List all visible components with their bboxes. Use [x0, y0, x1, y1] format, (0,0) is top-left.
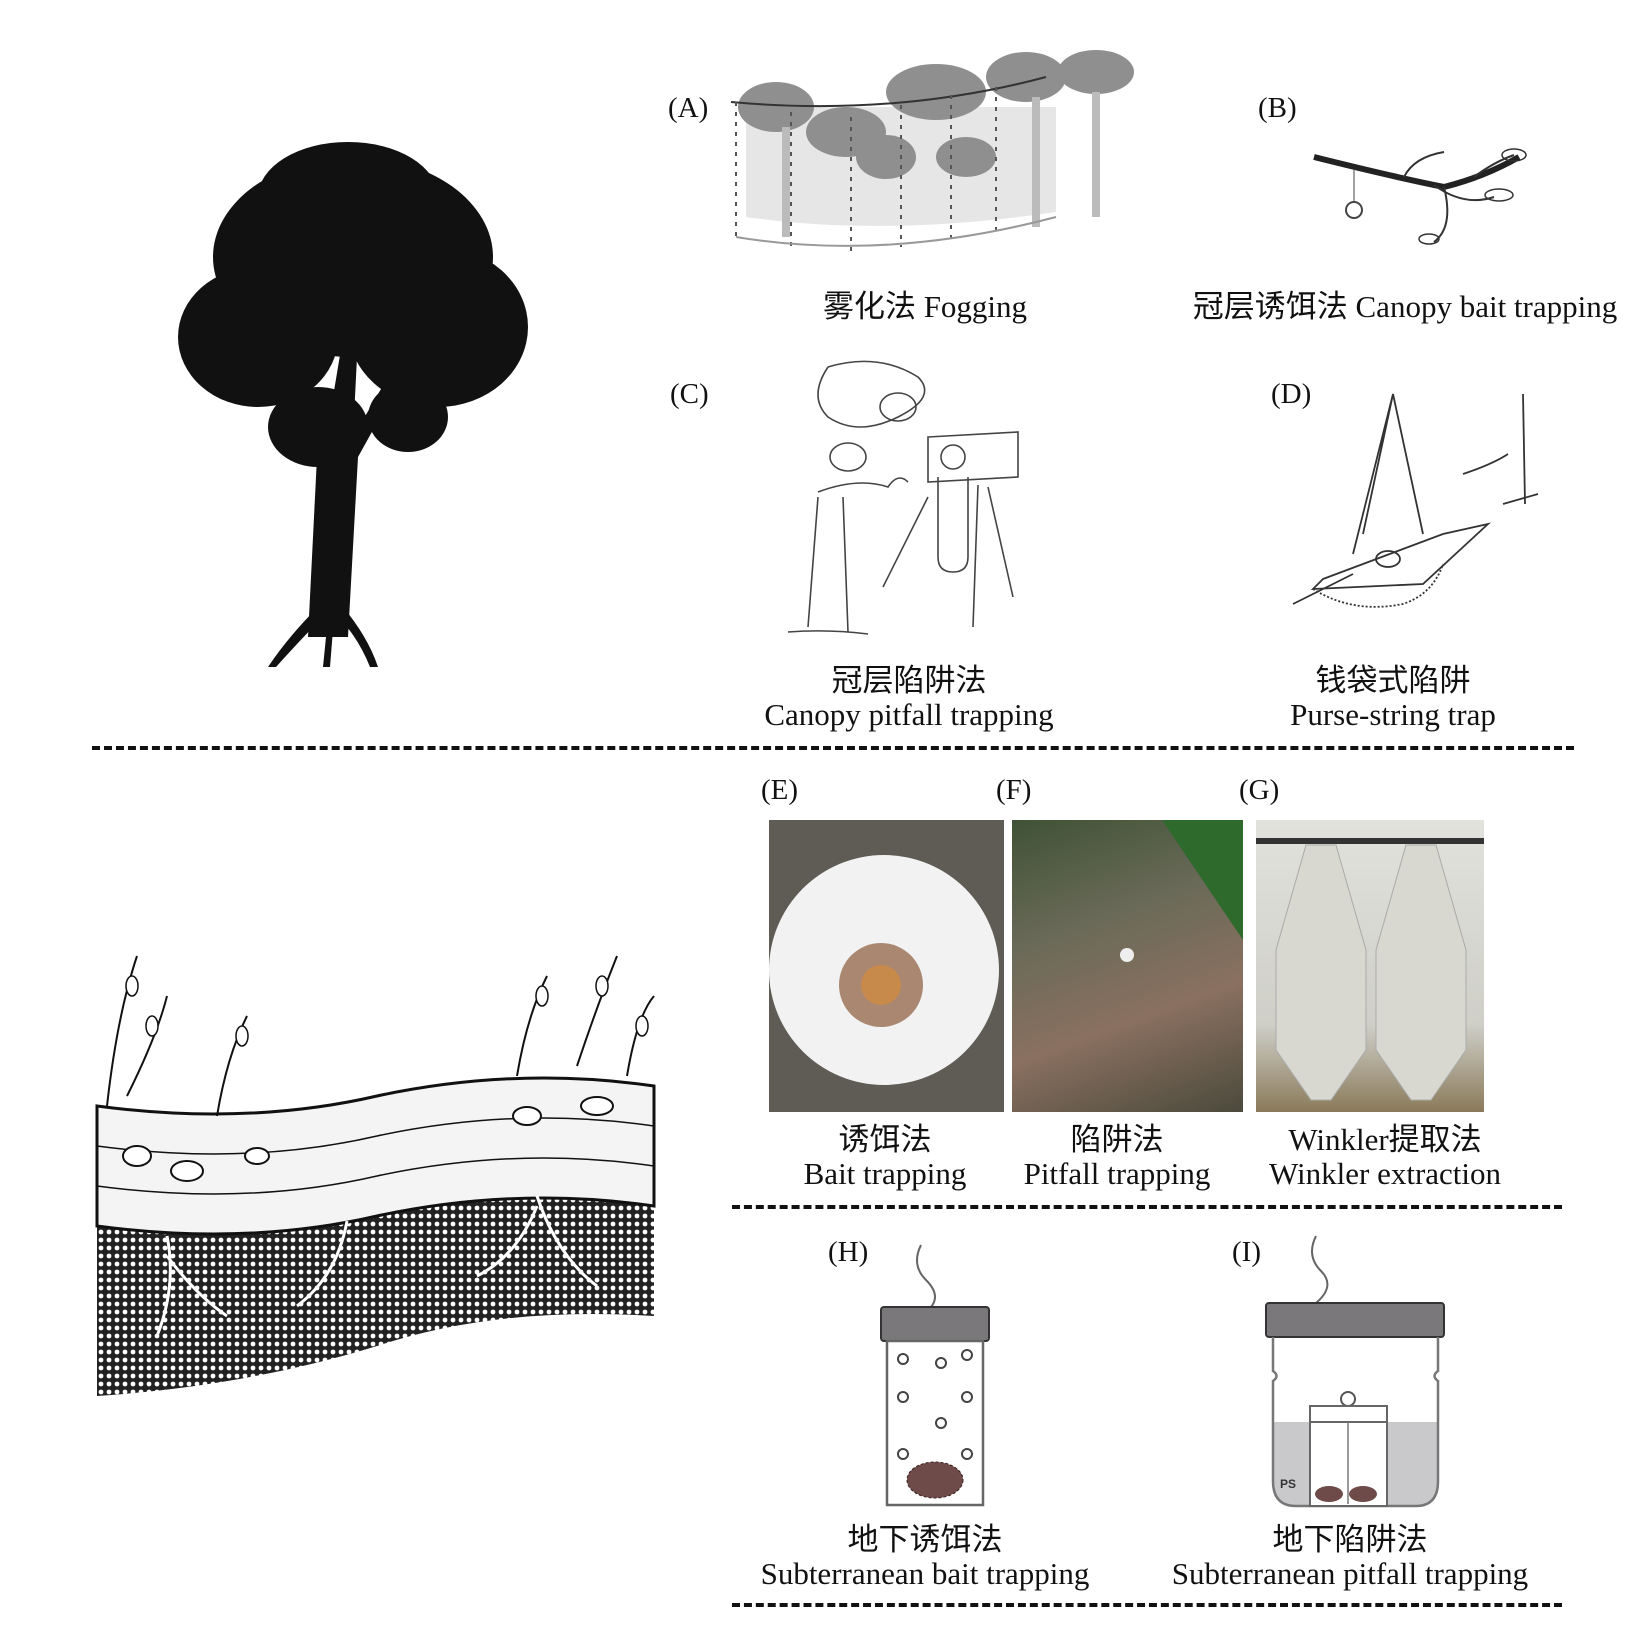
caption-fogging: 雾化法 Fogging	[823, 290, 1027, 324]
caption-en: Canopy pitfall trapping	[764, 697, 1054, 732]
fogging-illustration	[730, 50, 1134, 257]
caption-bait-trapping: 诱饵法 Bait trapping	[804, 1123, 967, 1191]
panel-label-h: (H)	[828, 1236, 869, 1268]
subterranean-pitfall-jar: PS	[1265, 1235, 1445, 1508]
caption-pitfall-trapping: 陷阱法 Pitfall trapping	[1024, 1123, 1211, 1191]
caption-en: Bait trapping	[803, 1156, 967, 1191]
panel-label-g: (G)	[1239, 774, 1280, 806]
caption-subterranean-pitfall: 地下陷阱法 Subterranean pitfall trapping	[1172, 1523, 1528, 1591]
caption-en: Winkler extraction	[1268, 1156, 1502, 1191]
panel-label-a: (A)	[668, 92, 709, 124]
pitfall-trapping-photo	[1012, 820, 1243, 1112]
panel-label-c: (C)	[670, 378, 709, 410]
caption-zh: 地下陷阱法	[1272, 1522, 1428, 1557]
canopy-bait-illustration	[1313, 148, 1527, 245]
caption-en: Pitfall trapping	[1023, 1156, 1211, 1191]
caption-en: Subterranean pitfall trapping	[1171, 1556, 1529, 1591]
caption-zh: 诱饵法	[838, 1122, 932, 1157]
caption-purse-string: 钱袋式陷阱 Purse-string trap	[1290, 664, 1496, 732]
panel-label-i: (I)	[1232, 1236, 1261, 1268]
soil-illustration	[95, 955, 656, 1396]
tree-illustration	[178, 142, 528, 667]
panel-label-e: (E)	[761, 774, 799, 806]
caption-zh: 陷阱法	[1070, 1122, 1164, 1157]
panel-label-f: (F)	[996, 774, 1032, 806]
canopy-pitfall-illustration	[787, 360, 1019, 635]
caption-zh: 地下诱饵法	[847, 1522, 1003, 1557]
caption-en: Fogging	[923, 289, 1028, 324]
winkler-extraction-photo	[1256, 820, 1484, 1112]
caption-canopy-bait: 冠层诱饵法 Canopy bait trapping	[1193, 290, 1617, 324]
divider-canopy-ground	[92, 746, 1574, 750]
panel-label-d: (D)	[1271, 378, 1312, 410]
caption-zh: 冠层诱饵法	[1192, 289, 1348, 324]
caption-subterranean-bait: 地下诱饵法 Subterranean bait trapping	[761, 1523, 1090, 1591]
panel-label-b: (B)	[1258, 92, 1297, 124]
ps-label: PS	[1280, 1477, 1296, 1491]
caption-en: Subterranean bait trapping	[760, 1556, 1090, 1591]
caption-zh: 钱袋式陷阱	[1315, 663, 1471, 698]
caption-zh: 雾化法	[822, 289, 916, 324]
bait-trapping-photo	[769, 820, 1004, 1112]
divider-ground-subterranean	[732, 1205, 1562, 1209]
caption-en: Purse-string trap	[1290, 697, 1496, 732]
caption-winkler: Winkler提取法 Winkler extraction	[1269, 1123, 1501, 1191]
subterranean-bait-jar	[880, 1244, 990, 1507]
caption-canopy-pitfall: 冠层陷阱法 Canopy pitfall trapping	[764, 664, 1053, 732]
caption-zh: 冠层陷阱法	[831, 663, 987, 698]
purse-string-trap-illustration	[1292, 393, 1539, 608]
caption-zh: Winkler提取法	[1288, 1122, 1482, 1157]
caption-en: Canopy bait trapping	[1355, 289, 1618, 324]
divider-bottom	[732, 1603, 1562, 1607]
